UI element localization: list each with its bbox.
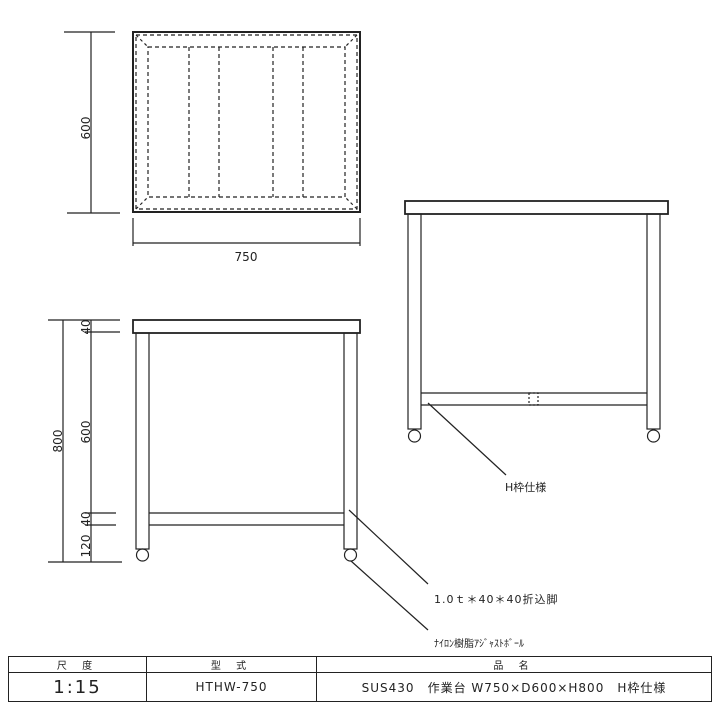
rail-height-label: 40 xyxy=(79,511,93,526)
model-value: HTHW-750 xyxy=(146,672,317,702)
front-view xyxy=(48,319,429,631)
bottom-clearance-label: 120 xyxy=(79,535,93,558)
side-view xyxy=(404,200,669,476)
depth-dimension-label: 600 xyxy=(79,117,93,140)
title-block: 尺 度 型 式 品 名 1:15 HTHW-750 SUS430 作業台 W75… xyxy=(8,656,712,702)
leg-callout: 1.0ｔ＊40＊40折込脚 xyxy=(434,592,559,606)
total-height-label: 800 xyxy=(51,430,65,453)
product-name-value: SUS430 作業台 W750×D600×H800 H枠仕様 xyxy=(316,672,712,702)
scale-header: 尺 度 xyxy=(8,656,147,673)
plan-view xyxy=(64,31,361,246)
name-header: 品 名 xyxy=(316,656,712,673)
top-thickness-label: 40 xyxy=(79,319,93,334)
width-dimension-label: 750 xyxy=(235,250,258,264)
model-header: 型 式 xyxy=(146,656,317,673)
scale-value: 1:15 xyxy=(8,672,147,702)
leg-span-label: 600 xyxy=(79,421,93,444)
h-frame-callout: H枠仕様 xyxy=(505,480,546,494)
adjuster-callout: ﾅｲﾛﾝ樹脂ｱｼﾞｬｽﾄﾎﾞｰﾙ xyxy=(434,637,524,650)
